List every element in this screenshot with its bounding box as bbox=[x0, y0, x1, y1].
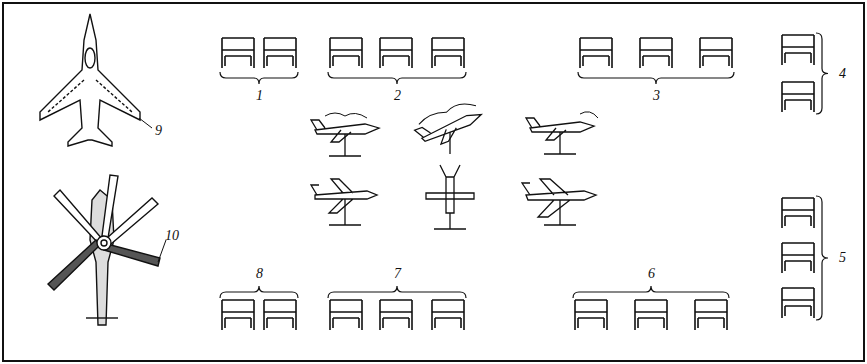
desk bbox=[432, 38, 464, 68]
desk bbox=[782, 198, 814, 228]
jet-plane bbox=[40, 14, 152, 146]
bracket bbox=[578, 72, 734, 84]
desk bbox=[264, 300, 296, 330]
desk bbox=[580, 38, 612, 68]
desk bbox=[700, 38, 732, 68]
bracket bbox=[328, 72, 466, 84]
callout-number: 8 bbox=[256, 267, 263, 281]
desk bbox=[222, 300, 254, 330]
frame bbox=[3, 3, 864, 361]
aircraft-models bbox=[311, 98, 598, 229]
desk bbox=[782, 35, 814, 65]
desk bbox=[635, 300, 667, 330]
desk bbox=[782, 243, 814, 273]
bracket bbox=[220, 286, 298, 298]
bracket bbox=[573, 286, 729, 298]
desk bbox=[575, 300, 607, 330]
desk bbox=[330, 300, 362, 330]
desk bbox=[695, 300, 727, 330]
callout-number: 3 bbox=[653, 89, 660, 103]
helicopter bbox=[48, 175, 166, 325]
callout-number: 2 bbox=[394, 89, 401, 103]
bracket bbox=[328, 286, 466, 298]
desk bbox=[782, 82, 814, 112]
desks bbox=[222, 35, 814, 330]
callout-number: 6 bbox=[648, 267, 655, 281]
callout-number: 7 bbox=[394, 267, 401, 281]
desk bbox=[264, 38, 296, 68]
desk bbox=[222, 38, 254, 68]
bracket bbox=[220, 72, 298, 84]
desk bbox=[432, 300, 464, 330]
desk bbox=[640, 38, 672, 68]
desk bbox=[380, 38, 412, 68]
desk bbox=[330, 38, 362, 68]
bracket bbox=[816, 196, 828, 320]
callout-number: 10 bbox=[165, 229, 179, 243]
desk bbox=[782, 288, 814, 318]
bracket bbox=[816, 33, 828, 114]
callout-number: 4 bbox=[839, 67, 846, 81]
brackets bbox=[220, 33, 828, 320]
callout-number: 9 bbox=[155, 124, 162, 138]
callout-number: 5 bbox=[839, 251, 846, 265]
callout-number: 1 bbox=[256, 89, 263, 103]
desk bbox=[380, 300, 412, 330]
